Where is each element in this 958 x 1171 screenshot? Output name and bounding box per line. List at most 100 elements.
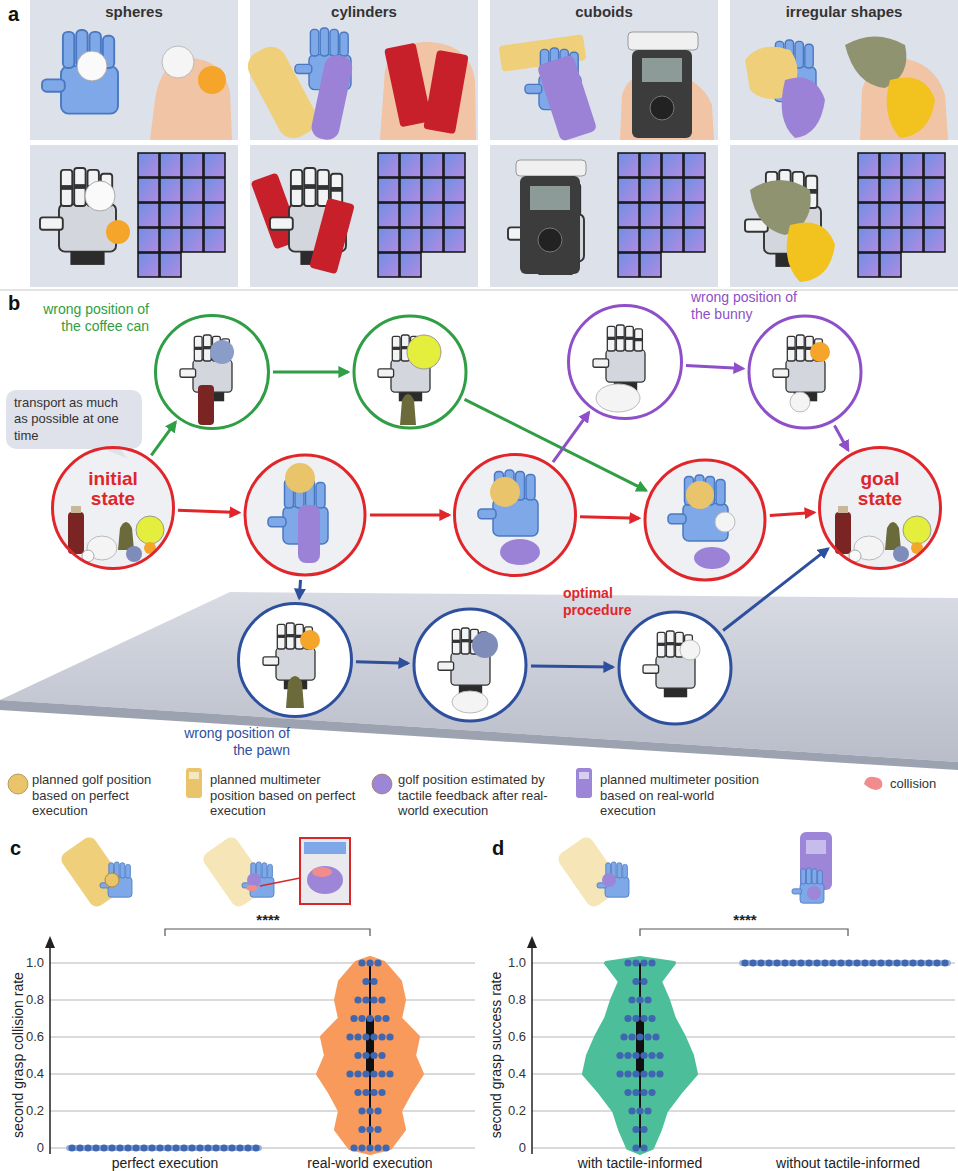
flow-arrow [580,517,639,519]
illustration-shape [407,335,441,369]
illustration-shape [30,0,238,140]
tactile-cell [902,178,923,202]
data-dot [350,1015,357,1022]
chart-label: 0.8 [26,993,44,1008]
data-dot [354,1089,361,1096]
tactile-cell [640,153,661,177]
axis-line [531,945,533,1154]
data-dot [624,1089,631,1096]
data-dot [362,1033,369,1040]
data-dot [378,1052,385,1059]
data-dot [346,1070,353,1077]
illustration-shape [40,168,116,265]
illustration-shape [307,866,343,894]
illustration-shape [198,385,214,425]
data-dot [382,1144,389,1151]
tactile-cell [662,203,683,227]
tactile-cell [204,228,225,252]
flow-arrow [299,580,300,598]
data-dot [885,959,892,966]
illustration-shape [100,862,132,897]
chart-label: with tactile-informed [578,1155,703,1171]
data-dot [632,978,639,985]
data-dot [616,1052,623,1059]
tactile-cell [640,228,661,252]
legend-swatch [372,774,392,794]
illustration-shape [300,630,320,650]
illustration-shape [309,198,355,275]
illustration-shape [42,30,118,114]
tactile-cell [204,203,225,227]
legend-text: planned multimeter position based on per… [210,772,360,819]
tactile-cell [160,253,181,277]
panel-c-art [58,834,350,909]
tactile-cell [684,203,705,227]
data-dot [358,1144,365,1151]
data-dot [749,959,756,966]
tactile-cell [662,153,683,177]
tactile-cell [902,153,923,177]
illustration-shape [650,96,674,120]
data-dot [366,1126,373,1133]
data-dot [362,996,369,1003]
illustration-shape [520,176,580,274]
chart-label: 0.2 [26,1104,44,1119]
chart-label: 0.4 [508,1067,526,1082]
data-dot [632,1126,639,1133]
data-dot [188,1144,195,1151]
tactile-cell [378,203,399,227]
data-dot [925,959,932,966]
data-dot [366,1107,373,1114]
flow-arrow [273,371,348,374]
panel-heading: spheres [30,3,238,20]
illustration-shape [472,632,498,658]
tactile-cell [858,253,879,277]
state-circle: wrong position of the coffee can [154,314,270,430]
legend-swatch-detail [189,772,199,779]
chart-label: 1.0 [26,956,44,971]
tactile-cell [858,178,879,202]
data-dot [640,1070,647,1077]
illustration-shape [490,477,520,507]
data-dot [640,1052,647,1059]
panel-letter: c [10,837,21,860]
tactile-cell [182,178,203,202]
tactile-cell [618,178,639,202]
panel-d-art [555,832,832,910]
data-dot [877,959,884,966]
violin-shape [66,1145,262,1151]
data-dot [370,978,377,985]
data-dot [869,959,876,966]
data-dot [765,959,772,966]
tactile-cell [400,203,421,227]
chart-label: second grasp collision rate [10,972,26,1138]
legend-swatch-detail [579,772,589,779]
illustration-shape [500,539,540,565]
data-dot [366,959,373,966]
illustration-shape [596,384,640,412]
state-annotation: wrong position of the pawn [178,725,290,759]
tactile-cell [160,203,181,227]
tactile-cell [880,228,901,252]
illustration-shape [680,640,700,660]
tactile-cell [924,178,945,202]
state-title: goal state [841,469,919,509]
data-dot [374,1126,381,1133]
flow-arrow [531,666,613,667]
tactile-cell [138,253,159,277]
data-dot [84,1144,91,1151]
legend-swatch [576,768,592,798]
data-dot [204,1144,211,1151]
data-dot [620,1033,627,1040]
data-dot [362,1052,369,1059]
tactile-cell [160,228,181,252]
tactile-cell [924,228,945,252]
illustration-shape [810,342,830,362]
illustration-shape [198,66,226,94]
data-dot [374,1107,381,1114]
illustration-shape [384,43,432,128]
tactile-cell [422,178,443,202]
violin-shape [739,960,951,966]
data-dot [632,959,639,966]
